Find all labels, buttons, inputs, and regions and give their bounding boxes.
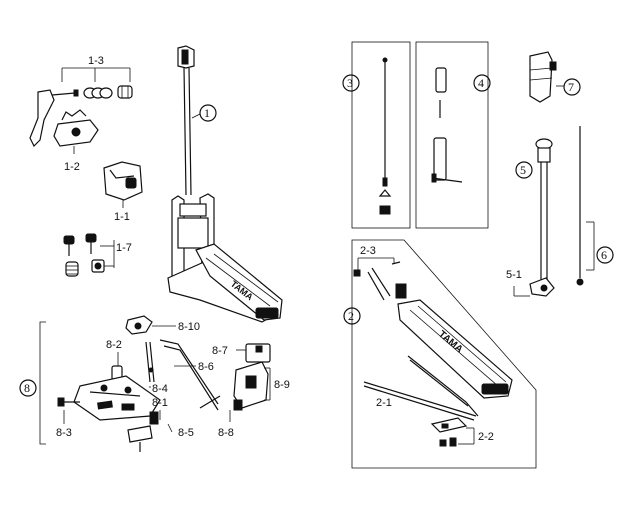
callout-5: 5 (515, 161, 533, 179)
nut-icon (91, 259, 105, 273)
label-2-3: 2-3 (360, 245, 376, 257)
screw-icon (63, 235, 75, 256)
part-2-2: 2-2 (430, 417, 494, 447)
label-8-8: 8-8 (218, 427, 234, 439)
part-2-box (351, 239, 537, 469)
label-8-7: 8-7 (212, 345, 228, 357)
callout-2-number: 2 (348, 309, 354, 323)
callout-4: 4 (473, 74, 491, 92)
spring-icon (65, 261, 79, 277)
callout-8-number: 8 (24, 381, 30, 395)
callout-7-number: 7 (568, 80, 574, 94)
part-8-10: 8-10 (125, 315, 200, 335)
callout-3-number: 3 (347, 76, 353, 90)
part-3-box (351, 41, 411, 229)
part-1-7-screws: 1-7 (63, 233, 132, 277)
callout-1-number: 1 (204, 106, 210, 120)
label-2-2: 2-2 (478, 431, 494, 443)
callout-6: 6 (596, 246, 614, 264)
callout-2: 2 (343, 307, 361, 325)
part-2-footboard: TAMA (367, 267, 513, 399)
part-8-6-rod: 8-6 (159, 339, 221, 411)
label-8-6: 8-6 (198, 361, 214, 373)
part-2-3: 2-3 (353, 245, 401, 277)
label-2-1: 2-1 (376, 397, 392, 409)
screw-icon (85, 233, 97, 254)
part-8-5: 8-5 (127, 423, 194, 452)
label-1-7: 1-7 (116, 242, 132, 254)
part-6-rod (576, 126, 595, 286)
part-5-beater: 5-1 (506, 138, 555, 297)
label-8-1: 8-1 (152, 397, 168, 409)
nut-icon (117, 85, 133, 99)
callout-4-number: 4 (478, 76, 484, 90)
part-8-8: 8-8 (218, 399, 243, 439)
part-2-1-chain: 2-1 (363, 355, 479, 421)
part-1-3-group: 1-3 (29, 55, 133, 148)
wing-bolt-icon (29, 89, 79, 148)
label-8-5: 8-5 (178, 427, 194, 439)
callout-3: 3 (342, 74, 360, 92)
main-pedal-assembly: TAMA (167, 45, 283, 323)
label-8-3: 8-3 (56, 427, 72, 439)
part-8-7: 8-7 (212, 343, 271, 363)
part-8-1: 8-1 (149, 397, 168, 425)
callout-7: 7 (563, 78, 581, 96)
label-1-1: 1-1 (114, 211, 130, 223)
part-4-box (415, 41, 489, 229)
part-8-hinge-body: 8-3 (56, 375, 161, 439)
part-8-4: 8-4 (145, 341, 168, 395)
label-5-1: 5-1 (506, 269, 522, 281)
label-8-9: 8-9 (274, 379, 290, 391)
part-8-2: 8-2 (106, 339, 123, 381)
label-8-2: 8-2 (106, 339, 122, 351)
label-8-10: 8-10 (178, 321, 200, 333)
label-1-3: 1-3 (88, 55, 104, 67)
callout-6-number: 6 (601, 248, 607, 262)
part-8-9: 8-9 (233, 361, 290, 409)
callout-8: 8 (19, 379, 37, 397)
part-1-2-hoop-clamp: 1-2 (53, 109, 99, 173)
part-7-knob (529, 51, 564, 103)
label-1-2: 1-2 (64, 161, 80, 173)
part-8-bracket (39, 321, 46, 445)
callout-5-number: 5 (520, 163, 526, 177)
spring-washer-icon (83, 87, 113, 99)
part-1-1-clamp-block: 1-1 (103, 161, 143, 223)
callout-1: 1 (199, 104, 217, 122)
label-8-4: 8-4 (152, 383, 168, 395)
